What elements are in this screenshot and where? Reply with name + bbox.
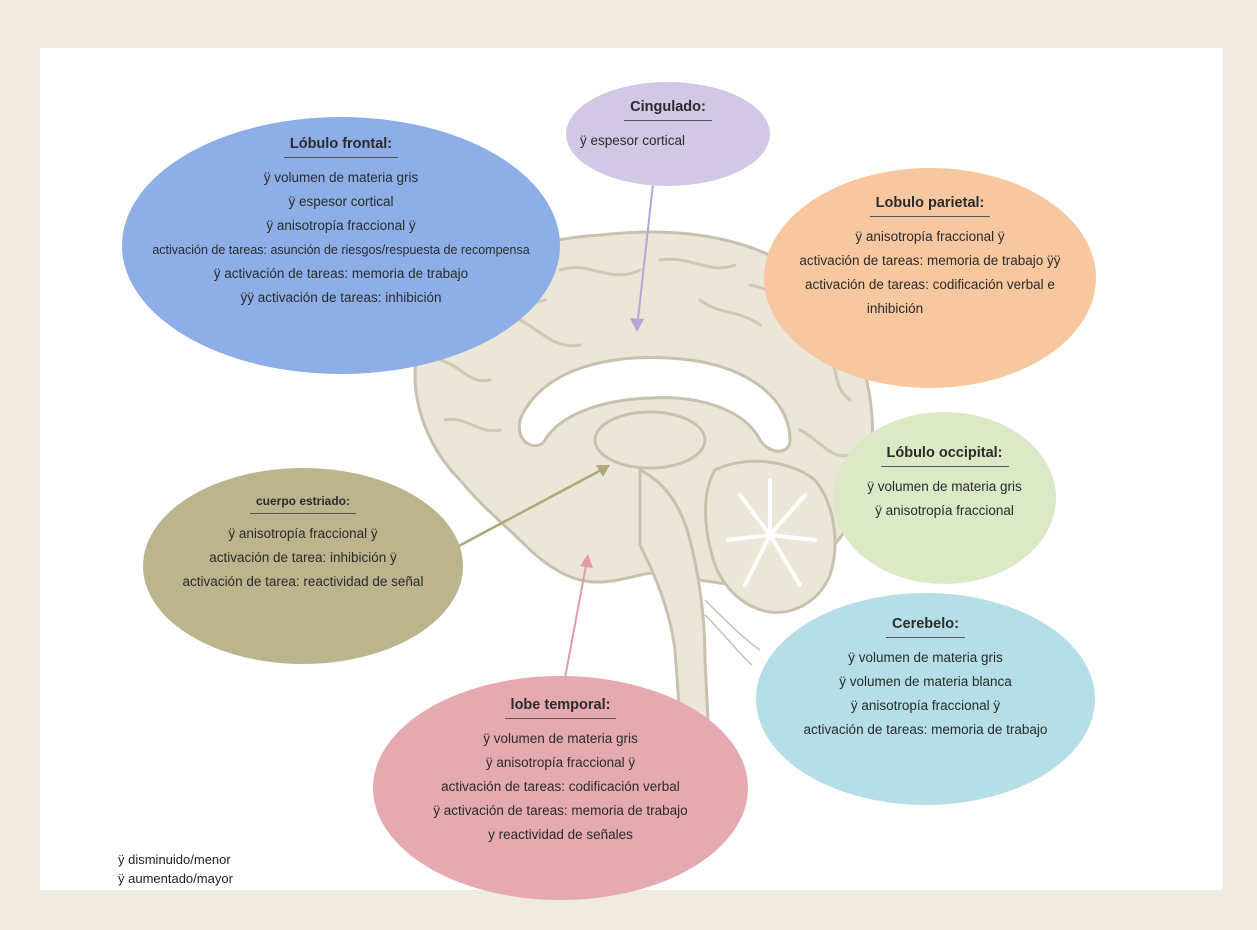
occipital-line-2: ÿ anisotropía fraccional [875, 503, 1014, 518]
frontal-lobe-title: Lóbulo frontal: [283, 136, 399, 158]
striatum-title: cuerpo estriado: [249, 494, 357, 514]
cerebellum-title: Cerebelo: [886, 616, 965, 638]
striatum-arrow [454, 466, 606, 550]
cerebellum-bubble: Cerebelo: ÿ volumen de materia gris ÿ vo… [756, 593, 1095, 805]
frontal-line-4: activación de tareas: asunción de riesgo… [152, 243, 530, 257]
temporal-lobe-bubble: lobe temporal: ÿ volumen de materia gris… [373, 676, 748, 900]
legend-decreased: ÿ disminuido/menor [118, 852, 231, 867]
temporal-line-5: y reactividad de señales [488, 827, 633, 842]
cingulate-arrow [636, 165, 656, 329]
parietal-line-4: inhibición [866, 301, 924, 316]
striatum-line-3: activación de tarea: reactividad de seña… [182, 574, 424, 589]
parietal-lobe-bubble: Lobulo parietal: ÿ anisotropía fracciona… [764, 168, 1096, 388]
legend-increased: ÿ aumentado/mayor [118, 871, 233, 886]
temporal-arrowhead [580, 554, 593, 568]
frontal-line-6: ÿÿ activación de tareas: inhibición [240, 290, 442, 305]
pons-lines [704, 599, 761, 666]
occipital-line-1: ÿ volumen de materia gris [867, 479, 1022, 494]
cingulate-arrowhead [630, 318, 644, 332]
temporal-line-3: activación de tareas: codificación verba… [441, 779, 680, 794]
parietal-line-1: ÿ anisotropía fraccional ÿ [855, 229, 1005, 244]
thalamus [593, 410, 707, 470]
frontal-line-5: ÿ activación de tareas: memoria de traba… [213, 266, 469, 281]
cerebellum-line-3: ÿ anisotropía fraccional ÿ [850, 698, 1001, 713]
cerebellum-line-4: activación de tareas: memoria de trabajo [803, 722, 1048, 737]
cingulate-bubble: Cingulado: ÿ espesor cortical [566, 82, 770, 186]
corpus-callosum [517, 356, 792, 453]
temporal-line-1: ÿ volumen de materia gris [483, 731, 638, 746]
frontal-lobe-bubble: Lóbulo frontal: ÿ volumen de materia gri… [122, 117, 560, 374]
occipital-lobe-bubble: Lóbulo occipital: ÿ volumen de materia g… [833, 412, 1056, 584]
temporal-lobe-title: lobe temporal: [504, 697, 617, 719]
temporal-line-2: ÿ anisotropía fraccional ÿ [485, 755, 636, 770]
striatum-line-2: activación de tarea: inhibición ÿ [209, 550, 397, 565]
cerebellum-line-1: ÿ volumen de materia gris [848, 650, 1003, 665]
frontal-line-1: ÿ volumen de materia gris [263, 170, 419, 185]
frontal-line-3: ÿ anisotropía fraccional ÿ [266, 218, 416, 233]
cerebellum-line-2: ÿ volumen de materia blanca [839, 674, 1012, 689]
temporal-arrow [564, 559, 588, 679]
striatum-line-1: ÿ anisotropía fraccional ÿ [228, 526, 378, 541]
legend: ÿ disminuido/menor ÿ aumentado/mayor [118, 850, 233, 888]
occipital-lobe-title: Lóbulo occipital: [880, 445, 1009, 467]
striatum-bubble: cuerpo estriado: ÿ anisotropía fracciona… [143, 468, 463, 664]
striatum-arrowhead [596, 465, 610, 477]
pointer-arrows [454, 165, 656, 679]
parietal-line-2: activación de tareas: memoria de trabajo… [799, 253, 1061, 268]
brainstem [638, 467, 710, 722]
cingulate-line-1: ÿ espesor cortical [580, 133, 686, 148]
parietal-lobe-title: Lobulo parietal: [869, 195, 991, 217]
temporal-line-4: ÿ activación de tareas: memoria de traba… [433, 803, 688, 818]
frontal-line-2: ÿ espesor cortical [288, 194, 394, 209]
cingulate-title: Cingulado: [624, 99, 712, 121]
parietal-line-3: activación de tareas: codificación verba… [805, 277, 1055, 292]
cerebellum-arbor [726, 478, 817, 587]
